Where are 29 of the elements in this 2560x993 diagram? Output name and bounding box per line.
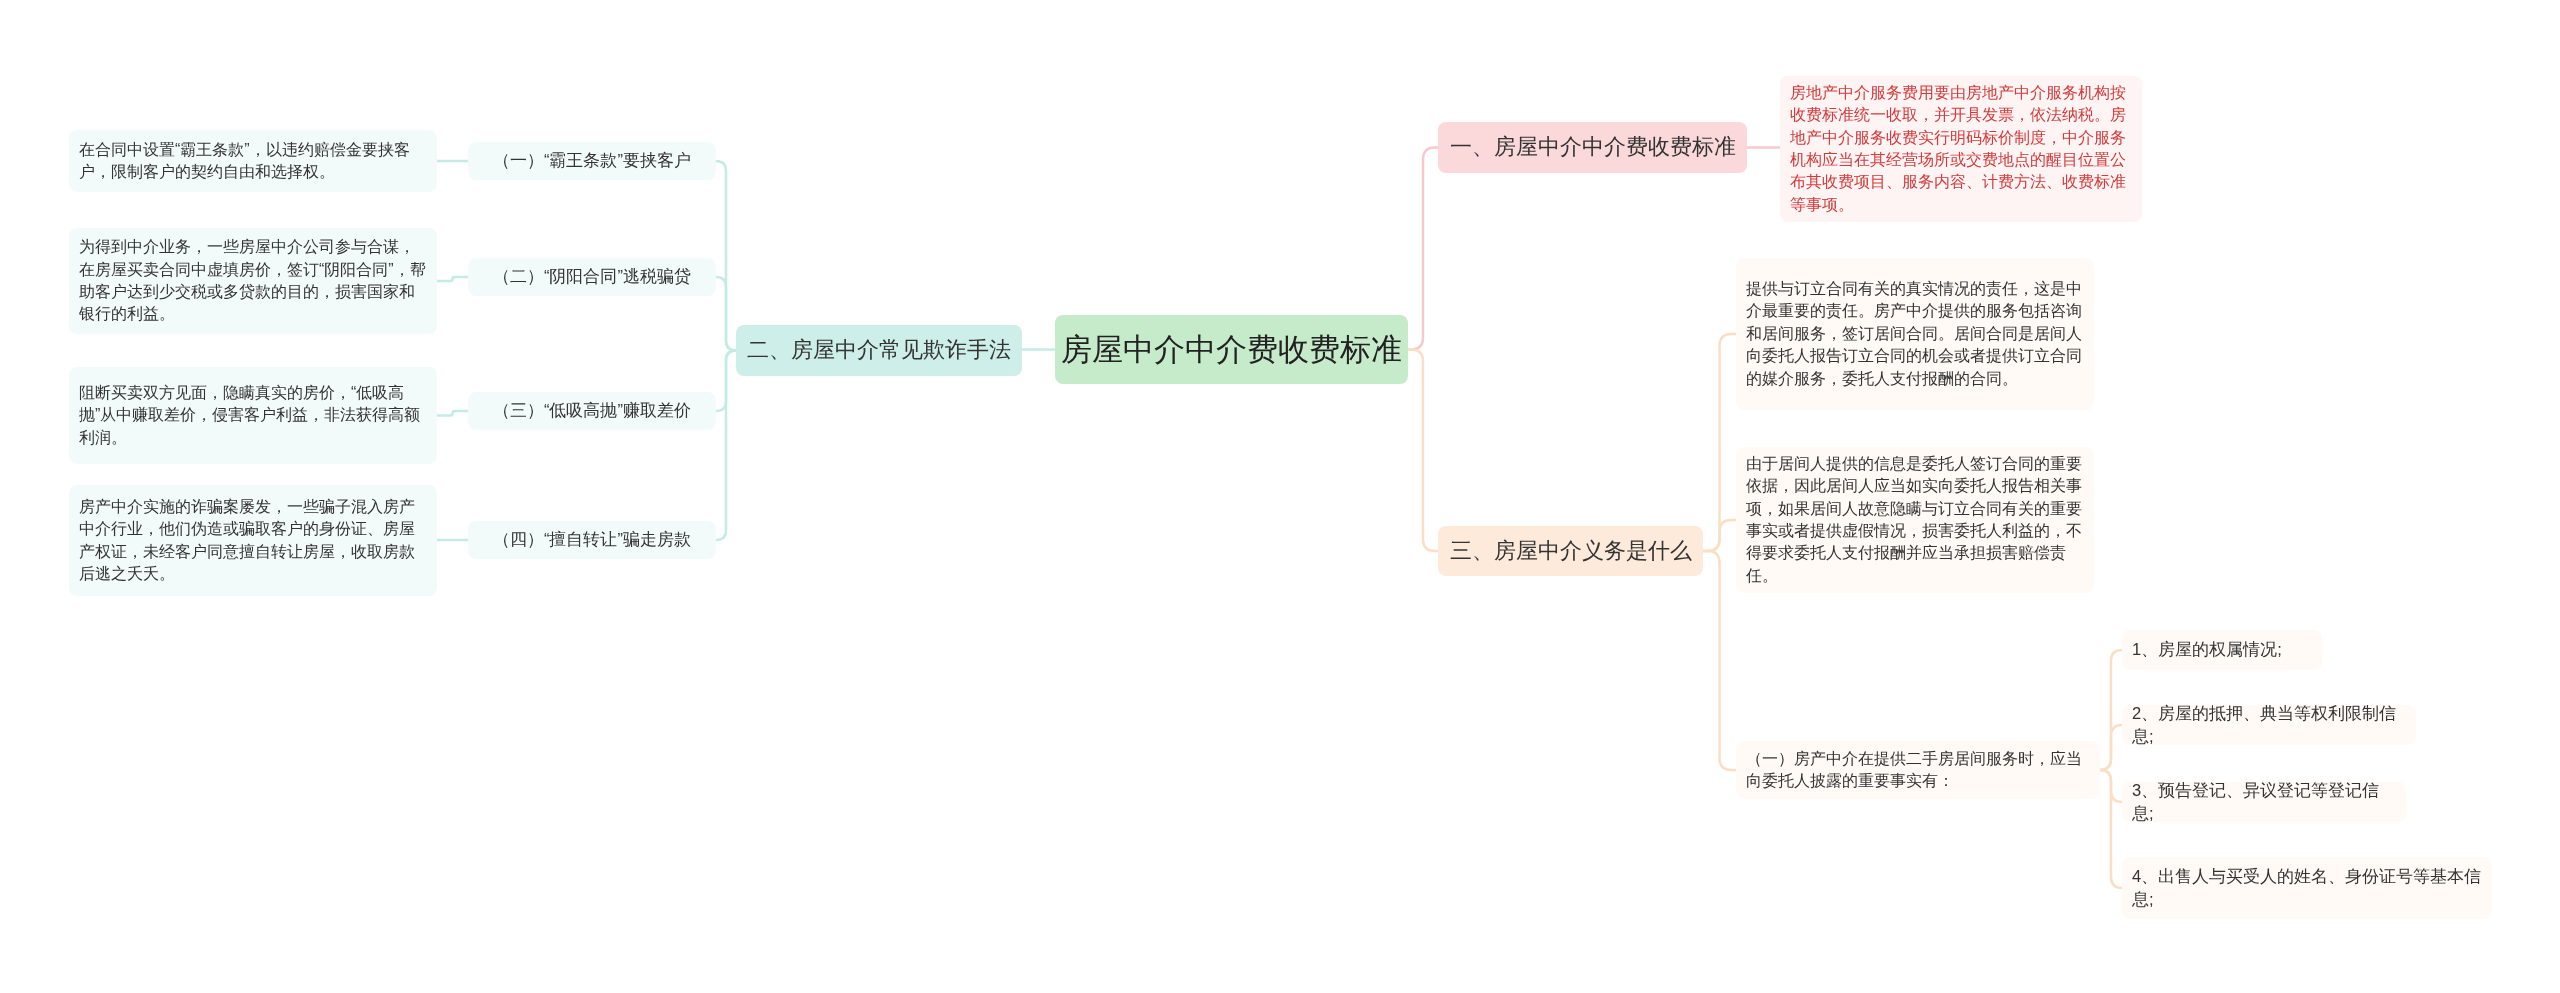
branch-topic-box: 二、房屋中介常见欺诈手法: [736, 325, 1022, 376]
note-box: 房产中介实施的诈骗案屡发，一些骗子混入房产中介行业，他们伪造或骗取客户的身份证、房屋产权证，未经客户同意擅自转让房屋，收取房款后逃之夭夭。: [69, 485, 437, 596]
note-box: 阻断买卖双方见面，隐瞒真实的房价，“低吸高抛”从中赚取差价，侵害客户利益，非法获得高额利润。: [69, 367, 437, 464]
connector-line: [437, 409, 468, 417]
branch-topic-box: 三、房屋中介义务是什么: [1438, 526, 1703, 576]
subtopic-box: （一）房产中介在提供二手房居间服务时，应当向委托人披露的重要事实有：: [1736, 741, 2100, 799]
note-box: 提供与订立合同有关的真实情况的责任，这是中介最重要的责任。房产中介提供的服务包括咨询和居间服务，签订居间合同。居间合同是居间人向委托人报告订立合同的机会或者提供订立合同的媒介服务，委托人支付报酬的合同。: [1736, 258, 2094, 410]
note-box: 房地产中介服务费用要由房地产中介服务机构按收费标准统一收取，并开具发票，依法纳税。房地产中介服务收费实行明码标价制度，中介服务机构应当在其经营场所或交费地点的醒目位置公布其收费项目、服务内容、计费方法、收费标准等事项。: [1780, 76, 2142, 222]
connector-line: [437, 275, 468, 283]
connector-line: [1408, 348, 1438, 553]
root-topic-box: 房屋中介中介费收费标准: [1055, 315, 1408, 384]
branch-topic-box: 一、房屋中介中介费收费标准: [1438, 122, 1747, 173]
subtopic-box: 3、预告登记、异议登记等登记信息;: [2122, 782, 2406, 822]
connector-line: [1747, 146, 1780, 149]
connector-line: [2098, 768, 2124, 890]
connector-line: [1022, 348, 1055, 351]
note-box: 在合同中设置“霸王条款”，以违约赔偿金要挟客户，限制客户的契约自由和选择权。: [69, 130, 437, 192]
note-box: 为得到中介业务，一些房屋中介公司参与合谋，在房屋买卖合同中虚填房价，签订“阴阳合同”，帮助客户达到少交税或多贷款的目的，损害国家和银行的利益。: [69, 228, 437, 334]
subtopic-box: （一）“霸王条款”要挟客户: [468, 142, 716, 180]
subtopic-box: 2、房屋的抵押、典当等权利限制信息;: [2122, 705, 2416, 745]
note-box: 由于居间人提供的信息是委托人签订合同的重要依据，因此居间人应当如实向委托人报告相关事项，如果居间人故意隐瞒与订立合同有关的重要事实或者提供虚假情况，损害委托人利益的，不得要求委托人支付报酬并应当承担损害赔偿责任。: [1736, 447, 2094, 593]
connector-line: [1703, 549, 1736, 772]
connector-line: [437, 159, 468, 163]
subtopic-box: （三）“低吸高抛”赚取差价: [468, 392, 716, 430]
subtopic-box: （二）“阴阳合同”逃税骗贷: [468, 258, 716, 296]
connector-line: [437, 538, 468, 542]
subtopic-box: 1、房屋的权属情况;: [2122, 630, 2322, 670]
subtopic-box: （四）“擅自转让”骗走房款: [468, 521, 716, 559]
subtopic-box: 4、出售人与买受人的姓名、身份证号等基本信息;: [2122, 857, 2492, 919]
